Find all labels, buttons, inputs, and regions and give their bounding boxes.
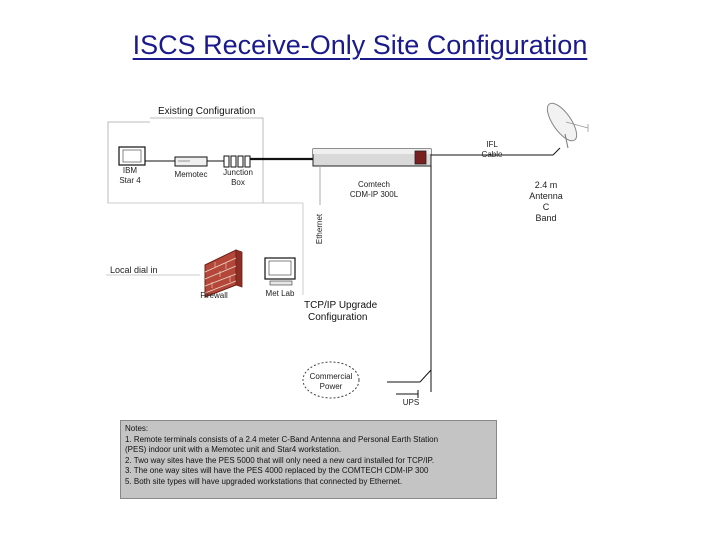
notes-item: (PES) indoor unit with a Memotec unit an… <box>125 445 342 454</box>
tcpip-label-line1: TCP/IP Upgrade <box>304 300 378 311</box>
antenna-label-line1: 2.4 m <box>534 180 558 190</box>
ifl-cable-label-line1: IFL <box>486 140 498 149</box>
comtech-unit-icon <box>312 148 432 167</box>
ifl-cable-label-line2: Cable <box>481 150 503 159</box>
ethernet-label: Ethernet <box>315 213 324 245</box>
local-dial-in-label: Local dial in <box>110 265 158 275</box>
notes-item: 1. Remote terminals consists of a 2.4 me… <box>125 434 439 444</box>
notes-item: 2. Two way sites have the PES 5000 that … <box>125 455 435 465</box>
antenna-label-line2: Antenna <box>529 191 563 201</box>
ifl-cable-label: IFL Cable <box>474 140 510 160</box>
notes-item: 3. The one way sites will have the PES 4… <box>125 466 429 475</box>
memotec-label: Memotec <box>174 170 208 179</box>
commercial-power-label: Commercial Power <box>308 372 354 392</box>
notes-item: 5. Both site types will have upgraded wo… <box>125 476 403 486</box>
commercial-power-label-line2: Power <box>319 382 343 391</box>
star4-monitor-icon <box>118 146 146 166</box>
junction-box-label-line2: Box <box>231 178 245 187</box>
comtech-label-line2: CDM-IP 300L <box>349 190 399 199</box>
star4-label: IBM Star 4 <box>110 166 150 186</box>
ups-icon <box>396 390 419 398</box>
commercial-power-cloud-icon <box>302 361 360 399</box>
met-lab-label: Met Lab <box>265 289 295 298</box>
star4-label-line2: Star 4 <box>119 176 141 185</box>
antenna-label-line4: Band <box>535 213 557 223</box>
existing-config-label: Existing Configuration <box>158 106 256 117</box>
star4-label-line1: IBM <box>122 166 138 175</box>
memotec-icon <box>174 156 208 167</box>
antenna-dish-icon <box>546 102 589 149</box>
met-lab-monitor-icon <box>264 257 296 286</box>
junction-box-label-line1: Junction <box>223 168 253 177</box>
page-title: ISCS Receive-Only Site Configuration <box>132 30 588 60</box>
tcpip-label-line2: Configuration <box>308 312 368 323</box>
notes-heading: Notes: <box>125 424 149 433</box>
ifl-cable-end <box>552 147 561 156</box>
junction-box-icon <box>223 155 251 168</box>
antenna-label: 2.4 m Antenna C Band <box>524 180 568 224</box>
comtech-label: Comtech CDM-IP 300L <box>340 180 408 200</box>
power-line-join <box>419 369 432 383</box>
junction-box-label: Junction Box <box>218 168 258 188</box>
ups-label: UPS <box>402 398 420 407</box>
antenna-label-line3: C <box>542 202 550 212</box>
firewall-label: Firewall <box>200 291 228 300</box>
notes-box: Notes: 1. Remote terminals consists of a… <box>120 420 497 499</box>
commercial-power-label-line1: Commercial <box>309 372 353 381</box>
firewall-icon <box>204 249 243 298</box>
comtech-label-line1: Comtech <box>357 180 390 189</box>
tcpip-config-label: TCP/IP Upgrade Configuration <box>304 300 380 324</box>
